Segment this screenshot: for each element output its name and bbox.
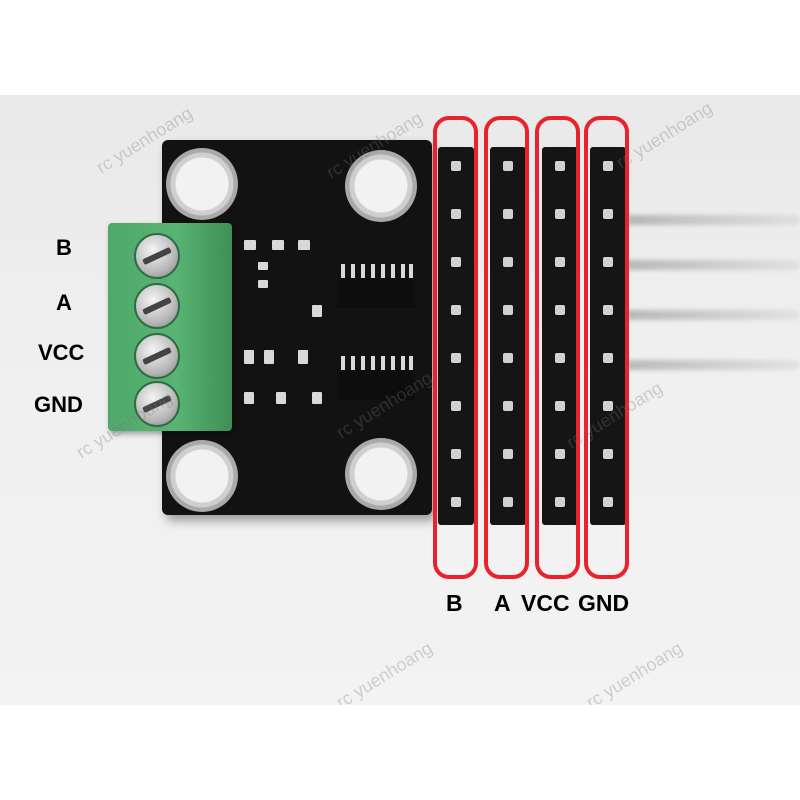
header-label-b: B xyxy=(446,590,463,616)
pin-hole xyxy=(603,353,613,363)
pin-hole xyxy=(603,161,613,171)
pin-hole xyxy=(451,401,461,411)
header-label-vcc: VCC xyxy=(521,590,570,616)
terminal-label-vcc: VCC xyxy=(38,340,85,365)
smd-component xyxy=(258,280,268,288)
mounting-hole xyxy=(345,150,417,222)
watermark: rc yuenhoang xyxy=(332,637,436,705)
terminal-label-a: A xyxy=(56,290,72,315)
mounting-hole xyxy=(166,440,238,512)
mounting-hole xyxy=(345,438,417,510)
pin-header-vcc xyxy=(542,147,578,525)
smd-component xyxy=(264,350,274,364)
smd-component xyxy=(312,305,322,317)
pin-hole xyxy=(555,497,565,507)
background-shadow xyxy=(600,215,800,225)
screw-icon xyxy=(134,283,180,329)
pin-hole xyxy=(503,209,513,219)
pin-hole xyxy=(451,497,461,507)
pin-hole xyxy=(503,305,513,315)
screw-icon xyxy=(134,333,180,379)
smd-component xyxy=(244,392,254,404)
header-label-a: A xyxy=(494,590,511,616)
smd-component xyxy=(312,392,322,404)
pin-hole xyxy=(555,305,565,315)
pin-hole xyxy=(603,497,613,507)
pin-hole xyxy=(451,161,461,171)
pin-hole xyxy=(603,401,613,411)
smd-component xyxy=(298,350,308,364)
mounting-hole xyxy=(166,148,238,220)
pin-header-gnd xyxy=(590,147,626,525)
pin-hole xyxy=(451,353,461,363)
pin-hole xyxy=(603,209,613,219)
pin-hole xyxy=(555,353,565,363)
pin-hole xyxy=(555,449,565,459)
pin-hole xyxy=(503,257,513,267)
highlight-frame-b xyxy=(433,116,478,579)
pin-hole xyxy=(503,401,513,411)
pin-hole xyxy=(555,209,565,219)
pin-header-b xyxy=(438,147,474,525)
watermark: rc yuenhoang xyxy=(582,637,686,705)
pin-hole xyxy=(555,401,565,411)
pin-hole xyxy=(451,257,461,267)
pin-hole xyxy=(503,161,513,171)
pin-hole xyxy=(603,257,613,267)
pin-hole xyxy=(603,305,613,315)
pin-hole xyxy=(555,161,565,171)
pin-hole xyxy=(451,209,461,219)
smd-component xyxy=(276,392,286,404)
smd-component xyxy=(244,240,256,250)
smd-component xyxy=(272,240,284,250)
pin-hole xyxy=(451,305,461,315)
smd-component xyxy=(258,262,268,270)
pin-hole xyxy=(503,497,513,507)
pin-hole xyxy=(451,449,461,459)
terminal-label-gnd: GND xyxy=(34,392,83,417)
background-shadow xyxy=(600,260,800,270)
pin-hole xyxy=(503,449,513,459)
highlight-frame-vcc xyxy=(535,116,580,579)
pcb-board xyxy=(162,140,432,515)
screw-terminal xyxy=(108,223,232,431)
pin-header-a xyxy=(490,147,526,525)
header-label-gnd: GND xyxy=(578,590,630,616)
pin-hole xyxy=(503,353,513,363)
screw-icon xyxy=(134,233,180,279)
product-photo: B A VCC GND B A VCC GND rc yuenhoang rc … xyxy=(0,95,800,705)
smd-component xyxy=(298,240,310,250)
smd-component xyxy=(244,350,254,364)
ic-chip xyxy=(337,264,415,308)
highlight-frame-gnd xyxy=(584,116,629,579)
highlight-frame-a xyxy=(484,116,529,579)
terminal-label-b: B xyxy=(56,235,72,260)
screw-icon xyxy=(134,381,180,427)
background-shadow xyxy=(600,360,800,370)
pin-hole xyxy=(603,449,613,459)
ic-chip xyxy=(337,356,415,400)
pin-hole xyxy=(555,257,565,267)
background-shadow xyxy=(600,310,800,320)
